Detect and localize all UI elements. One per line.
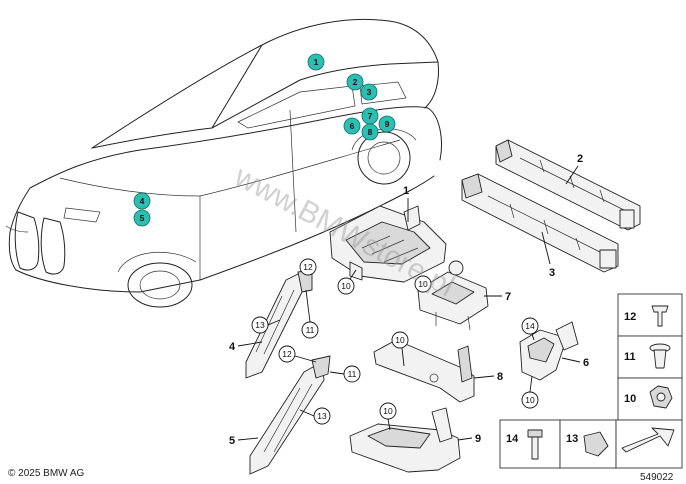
svg-text:14: 14 <box>506 433 519 445</box>
svg-text:5: 5 <box>229 435 235 447</box>
svg-text:10: 10 <box>383 406 393 416</box>
part-7-bracket <box>417 260 489 331</box>
part-6-bracket <box>519 321 579 381</box>
diagram-number: 549022 <box>640 472 674 483</box>
callout-8: 8 <box>473 371 503 383</box>
callout-3: 3 <box>541 231 555 279</box>
part-2-bracket <box>495 139 641 231</box>
callout-2: 2 <box>565 153 583 185</box>
ref-13-a: 13 <box>251 316 281 334</box>
part-9-bracket <box>349 407 461 473</box>
ref-10-a: 10 <box>337 269 357 295</box>
svg-text:9: 9 <box>475 433 481 445</box>
svg-text:10: 10 <box>525 395 535 405</box>
svg-text:12: 12 <box>303 262 313 272</box>
svg-text:12: 12 <box>624 311 636 323</box>
car-marker-6: 6 <box>343 117 361 135</box>
svg-text:2: 2 <box>353 77 358 87</box>
car-marker-2: 2 <box>346 73 364 91</box>
svg-text:7: 7 <box>505 291 511 303</box>
car-marker-3: 3 <box>360 83 378 101</box>
callout-5: 5 <box>229 435 259 447</box>
callout-7: 7 <box>484 291 511 303</box>
callout-4: 4 <box>229 341 263 353</box>
part-1-bracket <box>329 205 447 283</box>
part-5-rail <box>249 355 331 475</box>
ref-14-a: 14 <box>521 317 539 341</box>
svg-text:8: 8 <box>497 371 503 383</box>
legend-item-10: 10 <box>624 385 673 409</box>
svg-text:8: 8 <box>368 127 373 137</box>
callout-1: 1 <box>403 185 409 222</box>
ref-10-e: 10 <box>521 375 539 409</box>
legend-item-11: 11 <box>624 343 671 369</box>
svg-text:10: 10 <box>418 279 428 289</box>
legend-item-12: 12 <box>624 305 669 327</box>
ref-10-b: 10 <box>414 275 432 293</box>
svg-text:12: 12 <box>282 349 292 359</box>
svg-text:7: 7 <box>368 111 373 121</box>
svg-text:3: 3 <box>549 267 555 279</box>
svg-text:13: 13 <box>566 433 578 445</box>
part-3-bracket <box>461 173 619 273</box>
svg-text:4: 4 <box>229 341 236 353</box>
car-marker-8: 8 <box>361 123 379 141</box>
car-markers: 1 2 3 4 5 6 7 8 9 <box>133 53 396 227</box>
legend-arrow-icon <box>621 427 675 453</box>
ref-10-d: 10 <box>379 402 397 431</box>
car-marker-5: 5 <box>133 209 151 227</box>
car-marker-4: 4 <box>133 192 151 210</box>
ref-10-c: 10 <box>391 331 409 367</box>
ref-11-a: 11 <box>301 289 319 339</box>
svg-text:13: 13 <box>255 320 265 330</box>
svg-text:11: 11 <box>624 351 636 363</box>
ref-12-b: 12 <box>278 345 317 363</box>
legend-item-14: 14 <box>506 429 543 460</box>
car-outline <box>5 18 442 308</box>
callout-9: 9 <box>457 433 481 445</box>
svg-text:3: 3 <box>367 87 372 97</box>
svg-text:1: 1 <box>403 185 409 197</box>
svg-text:6: 6 <box>583 357 589 369</box>
part-8-bracket <box>373 339 475 403</box>
ref-12-a: 12 <box>299 258 317 276</box>
svg-text:11: 11 <box>348 369 357 379</box>
svg-text:11: 11 <box>306 325 315 335</box>
svg-text:13: 13 <box>317 411 327 421</box>
svg-text:10: 10 <box>624 393 636 405</box>
svg-text:4: 4 <box>140 196 145 206</box>
svg-text:14: 14 <box>525 321 535 331</box>
car-marker-7: 7 <box>361 107 379 125</box>
svg-text:10: 10 <box>341 281 351 291</box>
svg-text:10: 10 <box>395 335 405 345</box>
copyright-text: © 2025 BMW AG <box>8 468 85 479</box>
legend-item-13: 13 <box>566 431 609 457</box>
car-marker-9: 9 <box>378 115 396 133</box>
car-marker-1: 1 <box>307 53 325 71</box>
svg-text:2: 2 <box>577 153 583 165</box>
callout-6: 6 <box>561 357 589 369</box>
svg-text:5: 5 <box>140 213 145 223</box>
svg-text:1: 1 <box>314 57 319 67</box>
svg-text:9: 9 <box>385 119 390 129</box>
svg-text:6: 6 <box>350 121 355 131</box>
ref-11-b: 11 <box>329 365 361 383</box>
ref-13-b: 13 <box>299 407 331 425</box>
